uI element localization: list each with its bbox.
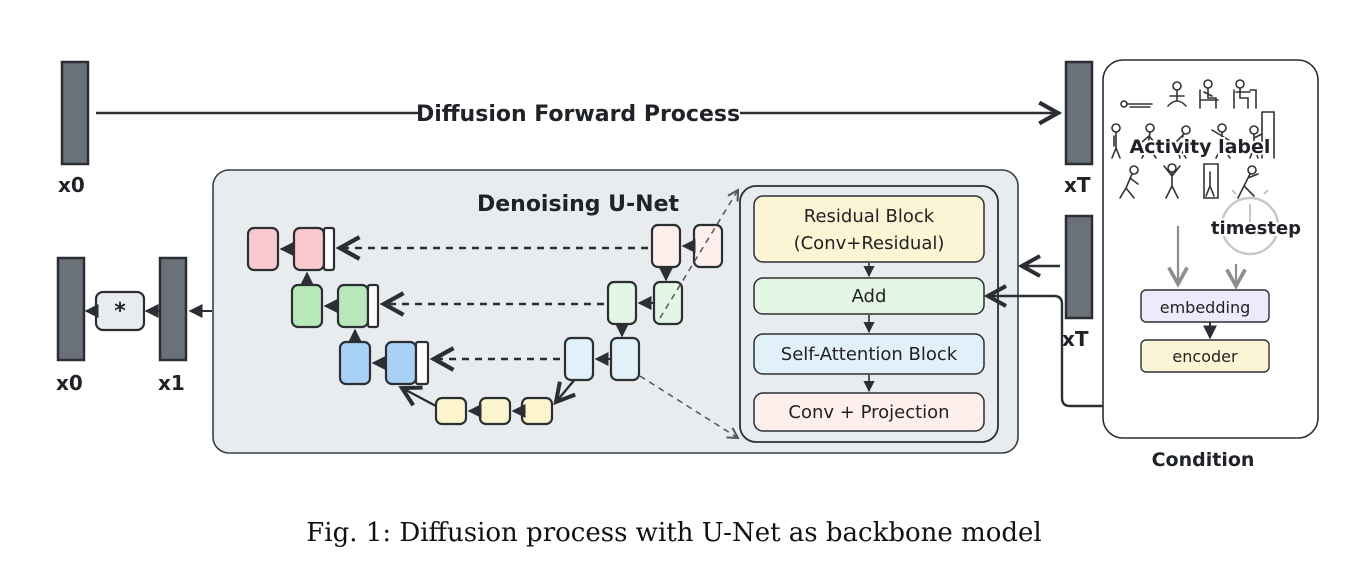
decoder-concat-green: [366, 283, 380, 329]
bending-person-icon: [1175, 125, 1191, 159]
condition-panel: [1102, 59, 1319, 439]
figure-caption: Fig. 1: Diffusion process with U-Net as …: [306, 518, 1041, 548]
sitting-desk-icon: [1233, 79, 1257, 109]
conv-projection-label: Conv + Projection: [788, 402, 949, 423]
decoder-concat-blue: [414, 340, 430, 386]
x0-top-bar: [60, 60, 90, 166]
decoder-block-green-1: [290, 283, 324, 329]
bottleneck-block-2: [478, 396, 512, 426]
door-person-icon: [1249, 111, 1275, 159]
x0-top-label: x0: [58, 173, 85, 197]
leaning-person-icon: [1119, 165, 1139, 199]
bottleneck-block-1: [434, 396, 468, 426]
conv-projection-block: [753, 392, 985, 432]
activity-icons: [1111, 79, 1275, 199]
xT-top-label: xT: [1064, 173, 1091, 197]
encoder-label: encoder: [1172, 347, 1238, 366]
standing-person-icon: [1111, 123, 1121, 159]
encoder-block-blue-1: [563, 336, 595, 382]
encoder-block-blue-2: [609, 336, 641, 382]
stretching-person-icon: [1211, 123, 1233, 159]
timestep-clock-icon: [1220, 189, 1280, 256]
embedding-label: embedding: [1160, 298, 1250, 317]
self-attention-block: [753, 333, 985, 375]
decoder-block-pink-2: [292, 226, 326, 272]
x1-bottom-bar: [158, 256, 188, 362]
encoder-block-pink-1: [650, 223, 682, 269]
decoder-block-pink-1: [246, 226, 280, 272]
zoom-line-bottom: [639, 375, 740, 440]
encoder-block-green-1: [606, 280, 638, 326]
jumping-person-icon: [1163, 163, 1181, 199]
decoder-block-blue-2: [384, 340, 418, 386]
arrow-bottleneck-to-decoder: [402, 388, 437, 408]
xT-top-bar: [1064, 60, 1094, 166]
condition-title: Condition: [1152, 449, 1255, 471]
x0-bottom-label: x0: [56, 371, 83, 395]
bottleneck-block-3: [520, 396, 554, 426]
residual-block-line1: Residual Block: [804, 206, 935, 227]
x1-bottom-label: x1: [158, 371, 185, 395]
residual-block: [753, 195, 985, 263]
door-exit-icon: [1203, 163, 1219, 199]
sitting-chair-icon: [1199, 79, 1219, 109]
encoder-block-pink-2: [692, 223, 724, 269]
decoder-concat-pink: [322, 226, 336, 272]
self-attention-label: Self-Attention Block: [781, 344, 958, 365]
timestep-label: timestep: [1211, 218, 1301, 239]
activity-label-text: Activity label: [1130, 136, 1271, 158]
unet-title: Denoising U-Net: [477, 192, 680, 217]
decoder-block-blue-1: [338, 340, 372, 386]
falling-person-icon: [1237, 165, 1259, 199]
x0-bottom-bar: [56, 256, 86, 362]
zoom-line-top: [659, 188, 740, 319]
residual-block-line2: (Conv+Residual): [794, 233, 945, 254]
arrow-encoder-to-bottleneck: [556, 377, 577, 402]
forward-process-title: Diffusion Forward Process: [416, 102, 740, 127]
decoder-block-green-2: [336, 283, 370, 329]
walking-person-icon: [1141, 123, 1157, 159]
xT-mid-label: xT: [1062, 327, 1089, 351]
sampling-step-symbol: *: [114, 299, 126, 324]
meditating-person-icon: [1167, 81, 1187, 107]
xT-mid-bar: [1064, 214, 1094, 320]
encoder-box: [1140, 339, 1270, 373]
lying-person-icon: [1120, 100, 1153, 108]
embedding-box: [1140, 289, 1270, 323]
add-block-label: Add: [852, 286, 887, 307]
